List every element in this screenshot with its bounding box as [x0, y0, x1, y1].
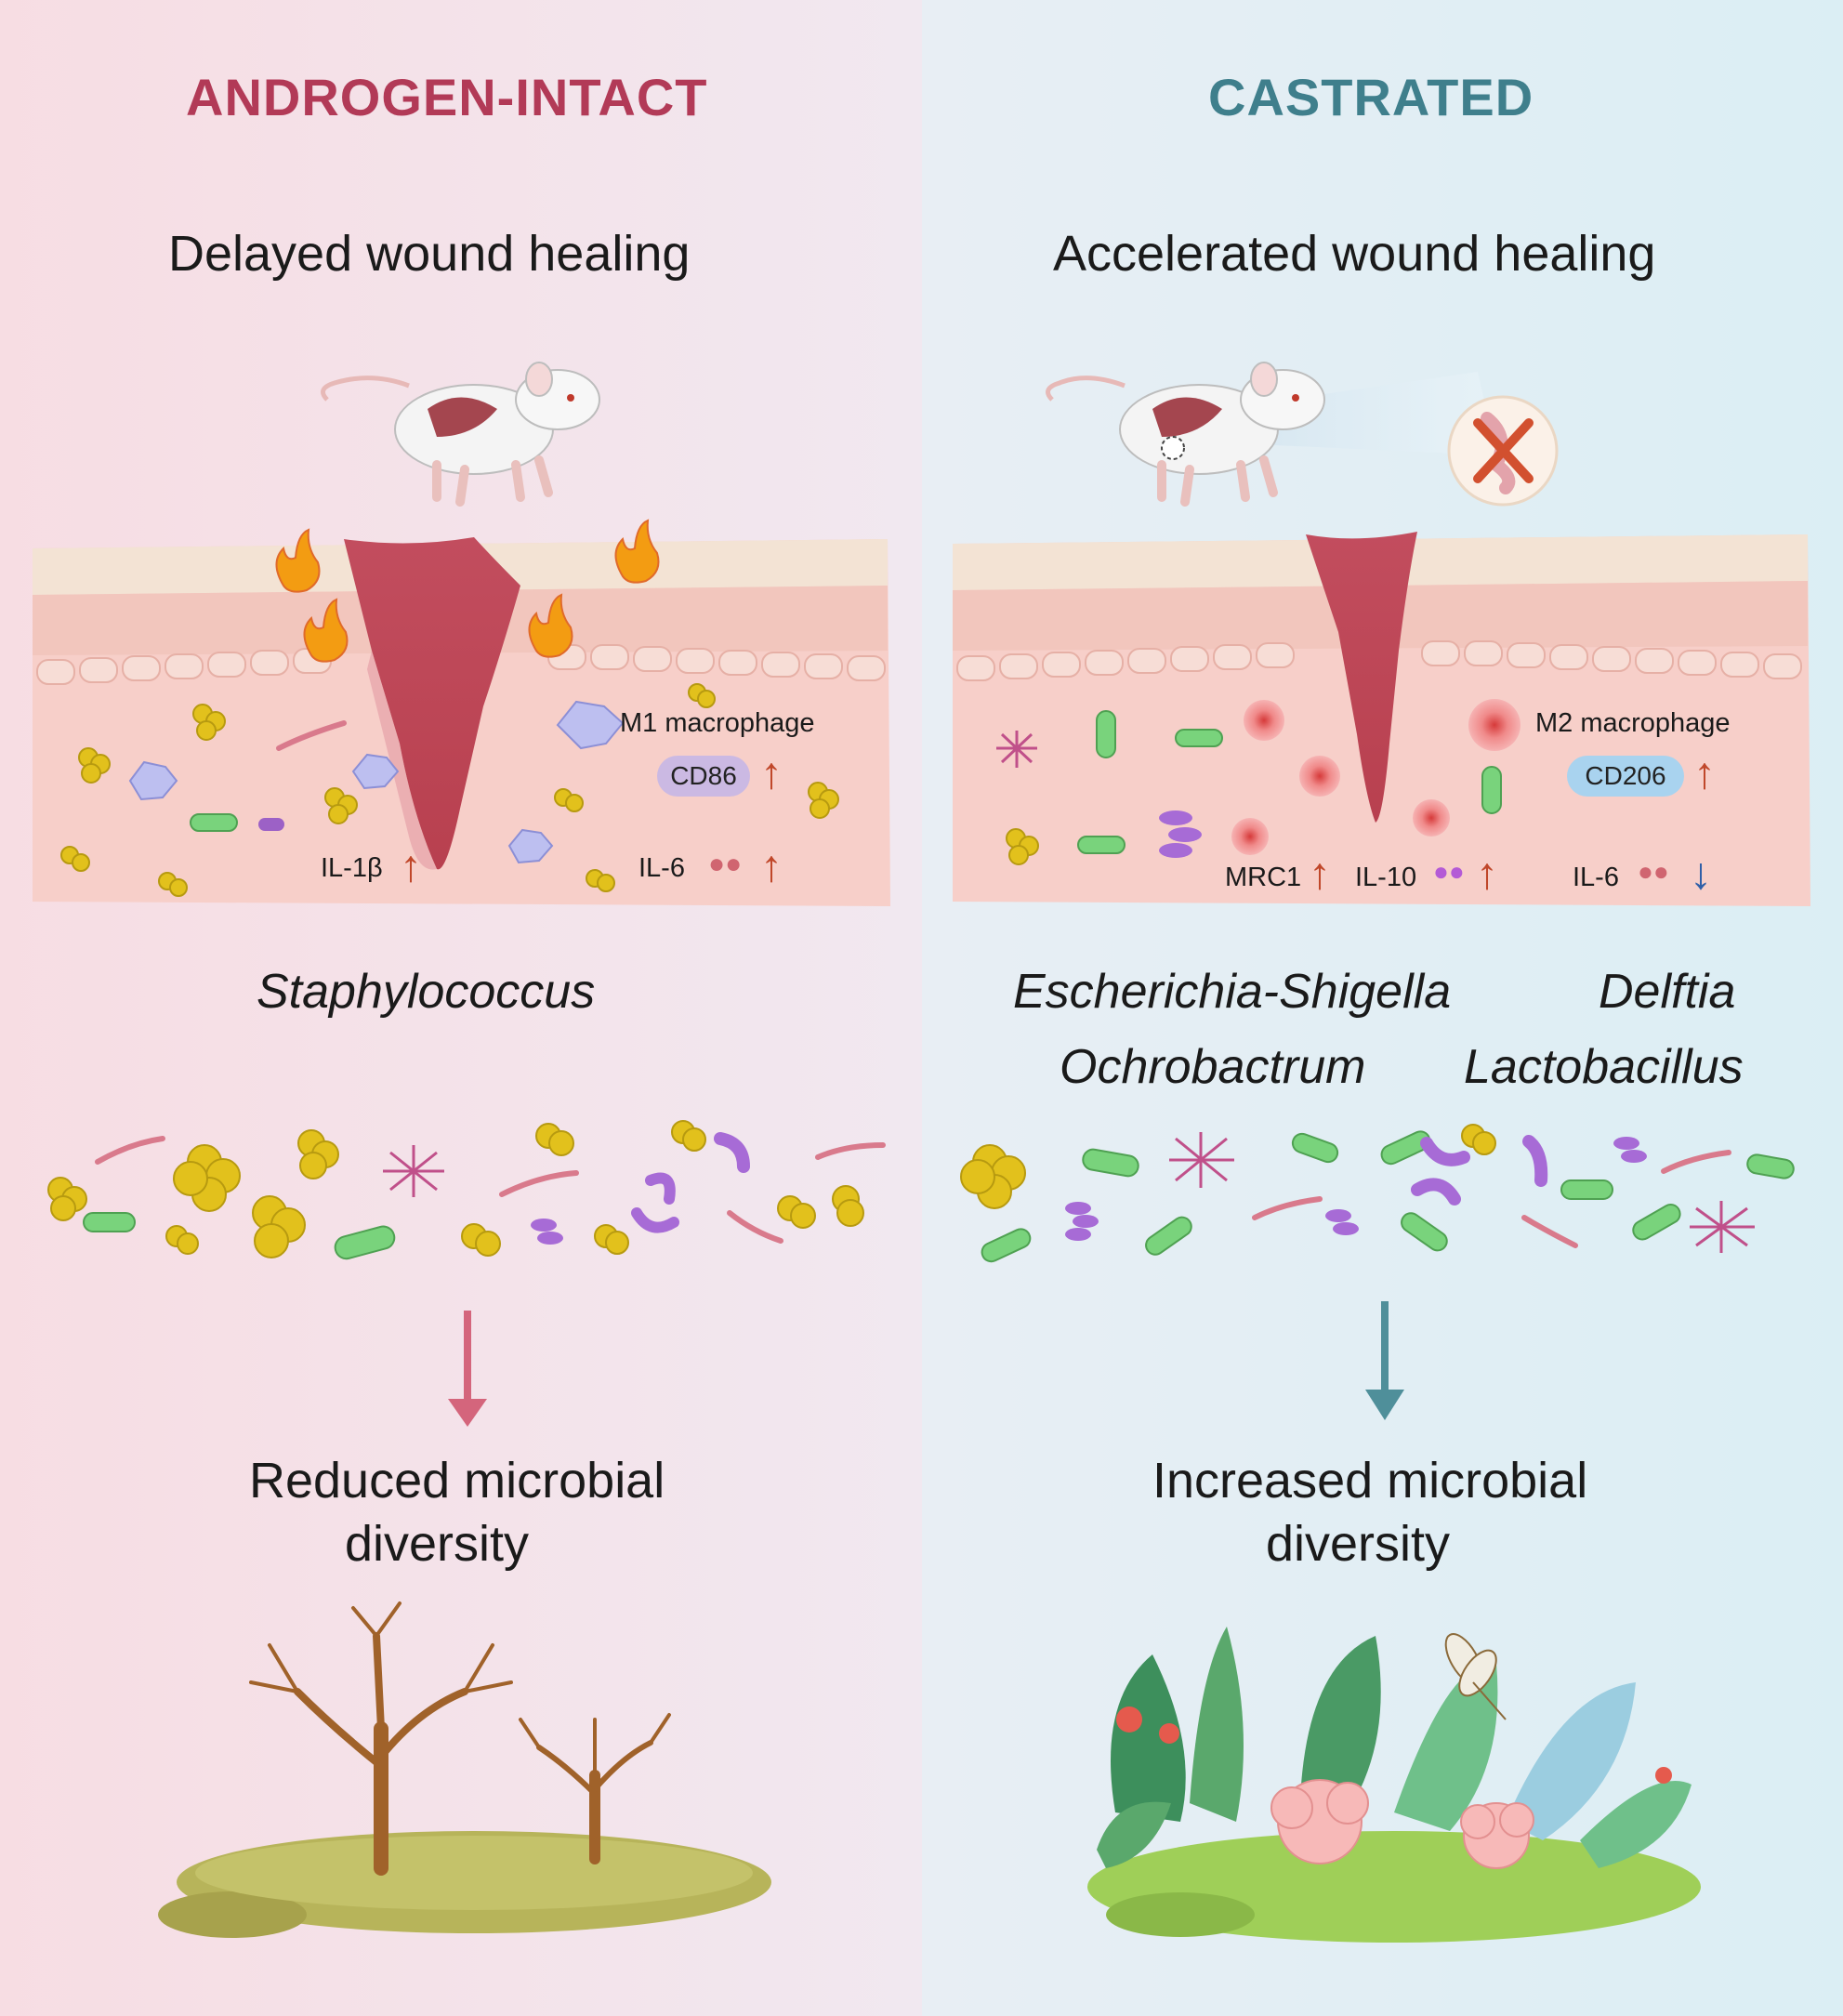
right-skin-microbes — [996, 699, 1520, 865]
left-il6-label: IL-6 — [638, 853, 685, 883]
cd86-up-arrow-icon: ↑ — [760, 749, 783, 798]
left-panel-background — [0, 0, 922, 2016]
mrc1-label: MRC1 — [1225, 863, 1302, 892]
left-outcome-title: Delayed wound healing — [168, 226, 691, 282]
il6-down-arrow-icon: ↓ — [1690, 850, 1712, 899]
genus-staphylococcus: Staphylococcus — [257, 965, 596, 1019]
genus-lactobacillus: Lactobacillus — [1464, 1040, 1744, 1094]
genus-ochrobactrum: Ochrobactrum — [1060, 1040, 1366, 1094]
pink-flower-cluster — [1270, 1779, 1534, 1869]
left-panel-header: ANDROGEN-INTACT — [186, 68, 708, 126]
right-diversity-line1: Increased microbial — [1152, 1453, 1588, 1509]
cd206-up-arrow-icon: ↑ — [1693, 749, 1716, 798]
right-outcome-title: Accelerated wound healing — [1053, 226, 1656, 282]
il1b-label: IL-1β — [321, 853, 383, 883]
il1b-up-arrow-icon: ↑ — [400, 842, 422, 891]
m2-macrophage-label: M2 macrophage — [1535, 708, 1731, 738]
right-diversity-line2: diversity — [1266, 1516, 1451, 1572]
left-mouse — [321, 362, 600, 507]
no-androgen-icon — [1447, 395, 1559, 507]
m2-macrophage-icon — [1231, 699, 1520, 855]
right-down-arrow — [1365, 1301, 1404, 1420]
il10-label: IL-10 — [1355, 863, 1417, 892]
mrc1-up-arrow-icon: ↑ — [1309, 850, 1331, 899]
right-mouse — [1046, 362, 1559, 507]
left-skin-section — [33, 537, 890, 906]
dragonfly-icon — [1444, 1633, 1507, 1720]
genus-delftia: Delftia — [1599, 965, 1736, 1019]
right-il6-dots-icon: ●● — [1638, 857, 1669, 886]
right-panel-header: CASTRATED — [1208, 68, 1534, 126]
right-microbe-community — [960, 1124, 1795, 1263]
left-diversity-line1: Reduced microbial — [249, 1453, 665, 1509]
inflammation-flame-icons — [275, 519, 660, 663]
bare-trees-landscape — [158, 1601, 771, 1938]
right-panel-background — [922, 0, 1843, 2016]
il10-up-arrow-icon: ↑ — [1476, 850, 1498, 899]
left-down-arrow — [448, 1311, 487, 1427]
right-il6-label: IL-6 — [1573, 863, 1619, 892]
left-il6-dots-icon: ●● — [708, 849, 743, 879]
cd86-marker-badge: CD86 — [657, 756, 750, 797]
genus-escherichia-shigella: Escherichia-Shigella — [1013, 965, 1452, 1019]
m1-macrophage-label: M1 macrophage — [620, 708, 815, 738]
left-diversity-line2: diversity — [345, 1516, 530, 1572]
flourishing-plants-landscape — [1087, 1627, 1701, 1943]
left-microbe-community — [47, 1120, 886, 1260]
cd206-marker-badge: CD206 — [1567, 756, 1684, 797]
m1-macrophage-icon — [128, 700, 625, 864]
left-skin-microbes — [60, 683, 839, 897]
il10-dots-icon: ●● — [1433, 857, 1465, 886]
left-il6-up-arrow-icon: ↑ — [760, 842, 783, 891]
